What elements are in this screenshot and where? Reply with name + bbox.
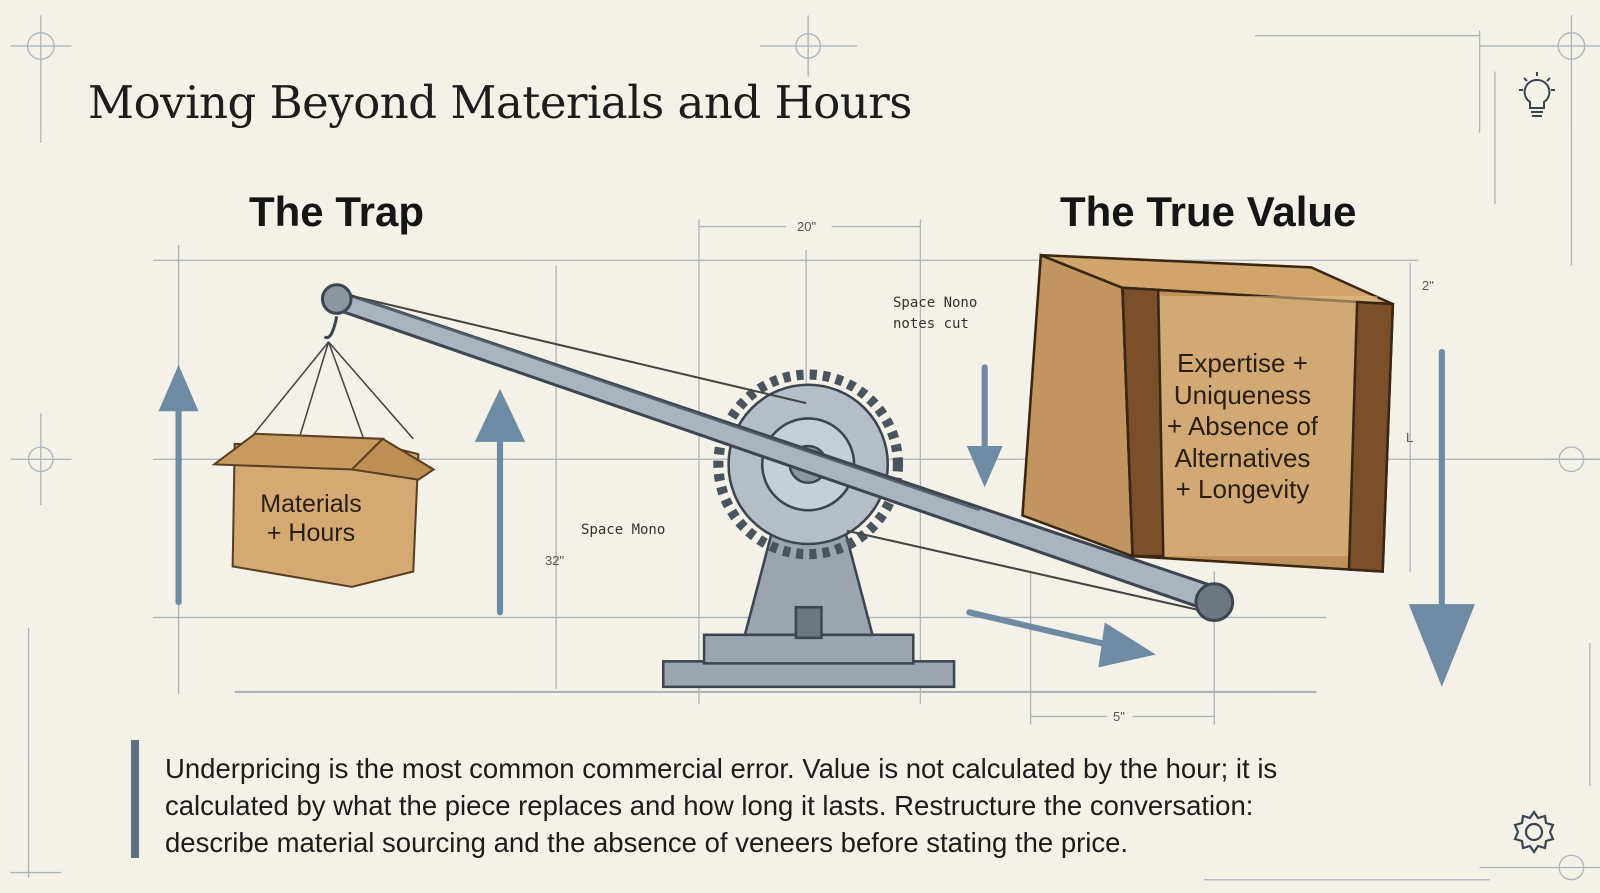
slide-title: Moving Beyond Materials and Hours [88, 76, 912, 129]
body-line: calculated by what the piece replaces an… [165, 790, 1254, 821]
body-line: describe material sourcing and the absen… [165, 827, 1129, 858]
small-box-label: Materials + Hours [236, 490, 386, 548]
annotation-bottom: Space Mono [581, 522, 666, 538]
dimension-bottom: 5" [1113, 709, 1125, 724]
crate-line: Uniqueness [1173, 379, 1312, 410]
right-heading: The True Value [1060, 188, 1357, 235]
annotation-line: notes cut [893, 316, 969, 332]
crate-line: + Longevity [1175, 474, 1310, 504]
crate-line: Expertise + [1177, 348, 1308, 378]
small-box-line: + Hours [266, 518, 356, 547]
left-heading: The Trap [249, 188, 425, 235]
quote-accent-bar [131, 740, 139, 858]
big-crate-label: Expertise + Uniqueness + Absence of Alte… [1140, 348, 1345, 506]
dimension-left: 32" [545, 553, 565, 568]
body-line: Underpricing is the most common commerci… [165, 753, 1278, 784]
dimension-right-top: 2" [1422, 278, 1434, 293]
gear-icon [1510, 808, 1558, 861]
annotation-top: Space Nono notes cut [893, 293, 977, 335]
lightbulb-icon [1515, 72, 1559, 127]
crate-line: + Absence of [1166, 411, 1319, 441]
small-box-line: Materials [260, 490, 362, 518]
dimension-top: 20" [797, 219, 817, 234]
dimension-right-side: L [1406, 430, 1414, 445]
body-paragraph: Underpricing is the most common commerci… [165, 750, 1495, 861]
annotation-line: Space Nono [893, 295, 978, 311]
crate-line: Alternatives [1174, 442, 1311, 473]
